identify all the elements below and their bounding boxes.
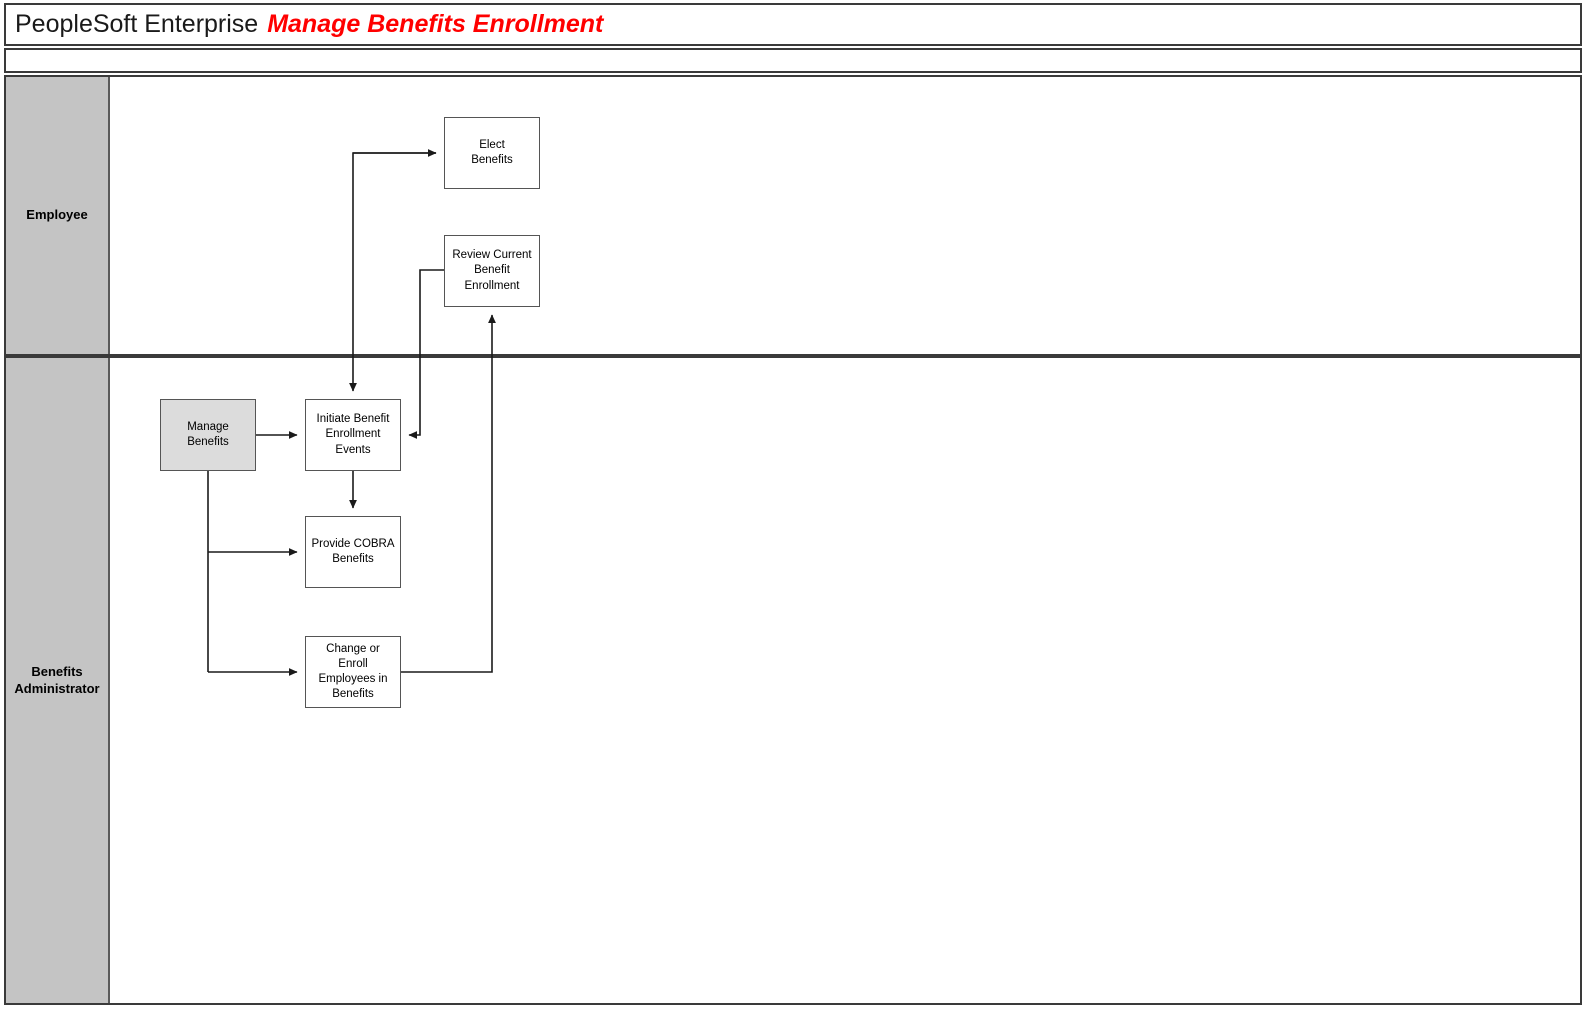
swimlane-employee: Employee xyxy=(4,75,1582,356)
swimlane-canvas-employee xyxy=(110,77,1580,354)
subheader-band xyxy=(4,48,1582,73)
swimlane-label-employee: Employee xyxy=(6,77,110,354)
page-header: PeopleSoft Enterprise Manage Benefits En… xyxy=(4,3,1582,46)
product-name: PeopleSoft Enterprise xyxy=(15,10,259,38)
page-title: Manage Benefits Enrollment xyxy=(267,10,604,38)
